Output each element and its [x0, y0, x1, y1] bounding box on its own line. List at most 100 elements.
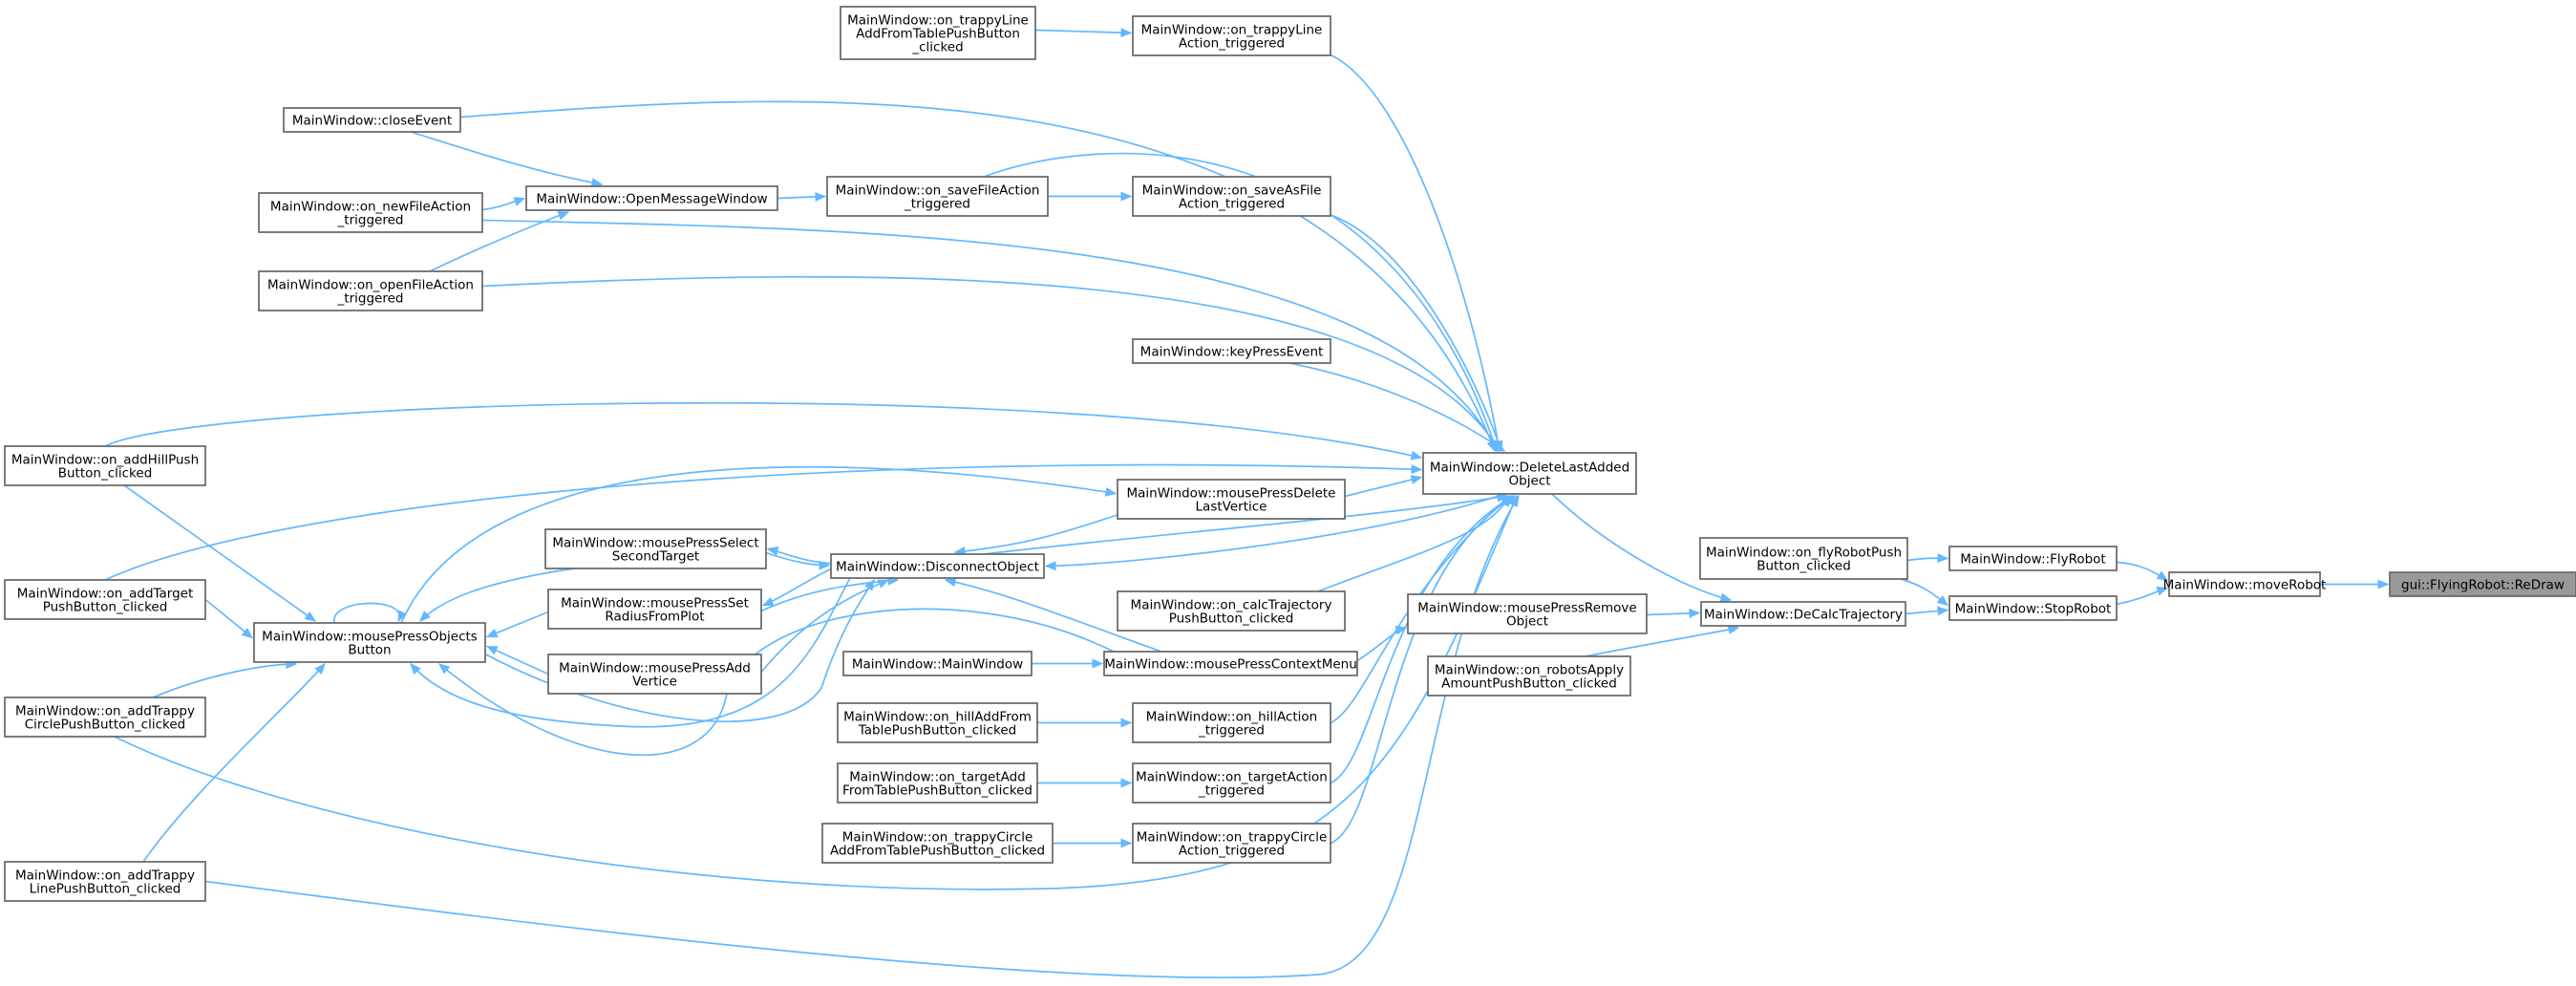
node-disconnect[interactable]: MainWindow::DisconnectObject — [830, 553, 1045, 579]
edge-line — [481, 219, 1499, 452]
node-label: _clicked — [911, 40, 963, 55]
node-box[interactable] — [1948, 546, 2118, 571]
edge-line — [142, 663, 326, 863]
node-onTrappyCircleAdd[interactable]: MainWindow::on_trappyCircleAddFromTableP… — [821, 823, 1054, 864]
node-box[interactable] — [837, 702, 1038, 743]
node-onRobotsApply[interactable]: MainWindow::on_robotsApplyAmountPushButt… — [1427, 655, 1631, 697]
edge-onAddHill-to-mousePressObjects — [123, 484, 317, 622]
edge-deleteLast-to-deCalc — [1551, 493, 1733, 603]
node-onAddTarget[interactable]: MainWindow::on_addTargetPushButton_click… — [4, 579, 206, 620]
node-onTrappyLineAdd[interactable]: MainWindow::on_trappyLineAddFromTablePus… — [840, 6, 1036, 60]
node-box[interactable] — [1427, 655, 1631, 697]
node-box[interactable] — [258, 270, 483, 311]
node-box[interactable] — [1422, 452, 1637, 495]
node-box[interactable] — [1700, 601, 1906, 627]
node-box[interactable] — [2389, 571, 2576, 597]
node-box[interactable] — [1103, 651, 1358, 676]
node-onHillAction[interactable]: MainWindow::on_hillAction_triggered — [1132, 702, 1331, 743]
node-box[interactable] — [253, 622, 486, 663]
node-onSaveFile[interactable]: MainWindow::on_saveFileAction_triggered — [826, 176, 1049, 217]
edge-disconnect-to-mousePressSelect — [766, 546, 832, 565]
node-box[interactable] — [1132, 823, 1331, 864]
node-label: MainWindow::mousePressDelete — [1126, 486, 1335, 502]
node-box[interactable] — [4, 445, 206, 486]
edge-line — [419, 568, 575, 622]
node-box[interactable] — [547, 654, 762, 695]
arrow-head-icon — [513, 197, 526, 206]
node-box[interactable] — [1132, 176, 1331, 217]
edge-onTrappyLineAction-to-deleteLast — [1327, 53, 1503, 453]
node-deCalc[interactable]: MainWindow::DeCalcTrajectory — [1700, 601, 1906, 627]
node-box[interactable] — [1132, 15, 1331, 56]
node-openMessage[interactable]: MainWindow::OpenMessageWindow — [525, 185, 778, 211]
node-label: MainWindow::on_trappyCircle — [1137, 830, 1328, 846]
node-label: MainWindow::on_hillAddFrom — [843, 710, 1032, 725]
edge-onTargetAction-to-deleteLast — [1330, 495, 1515, 784]
node-onTargetAction[interactable]: MainWindow::on_targetAction_triggered — [1132, 762, 1331, 804]
node-flyRobot[interactable]: MainWindow::FlyRobot — [1948, 546, 2118, 571]
node-keyPress[interactable]: MainWindow::keyPressEvent — [1132, 338, 1331, 364]
edge-line — [1034, 29, 1132, 34]
node-onCalcTraj[interactable]: MainWindow::on_calcTrajectoryPushButton_… — [1117, 590, 1346, 632]
node-box[interactable] — [547, 589, 762, 630]
node-box[interactable] — [258, 192, 483, 233]
edges-layer — [104, 28, 2390, 979]
node-box[interactable] — [1699, 537, 1908, 580]
node-box[interactable] — [1132, 762, 1331, 804]
node-onTrappyLineAction[interactable]: MainWindow::on_trappyLineAction_triggere… — [1132, 15, 1331, 56]
node-box[interactable] — [4, 697, 206, 738]
node-box[interactable] — [830, 553, 1045, 579]
node-box[interactable] — [840, 6, 1036, 60]
node-label: Action_triggered — [1179, 36, 1285, 52]
node-box[interactable] — [544, 528, 767, 569]
node-onAddTrappyCircle[interactable]: MainWindow::on_addTrappyCirclePushButton… — [4, 697, 206, 738]
node-stopRobot[interactable]: MainWindow::StopRobot — [1948, 595, 2118, 621]
node-onSaveAs[interactable]: MainWindow::on_saveAsFileAction_triggere… — [1132, 176, 1331, 217]
node-box[interactable] — [826, 176, 1049, 217]
node-box[interactable] — [1132, 702, 1331, 743]
node-onHillAdd[interactable]: MainWindow::on_hillAddFromTablePushButto… — [837, 702, 1038, 743]
node-moveRobot[interactable]: MainWindow::moveRobot — [2163, 571, 2327, 597]
node-box[interactable] — [1117, 590, 1346, 632]
node-redraw[interactable]: gui::FlyingRobot::ReDraw — [2389, 571, 2576, 597]
nodes-layer: gui::FlyingRobot::ReDraw MainWindow::move… — [4, 6, 2576, 902]
node-box[interactable] — [1132, 338, 1331, 364]
arrow-head-icon — [410, 663, 421, 675]
node-box[interactable] — [1407, 593, 1648, 634]
edge-line — [762, 568, 832, 607]
node-label: Button_clicked — [1756, 559, 1851, 574]
edge-onTrappyCircleAdd-to-onTrappyCircleAction — [1053, 838, 1133, 848]
node-box[interactable] — [283, 107, 461, 133]
arrow-head-icon — [1410, 475, 1423, 484]
node-box[interactable] — [1948, 595, 2118, 621]
node-box[interactable] — [4, 861, 206, 902]
node-onFlyRobot[interactable]: MainWindow::on_flyRobotPushButton_clicke… — [1699, 537, 1908, 580]
node-box[interactable] — [525, 185, 778, 211]
node-box[interactable] — [1117, 479, 1346, 520]
node-onAddTrappyLine[interactable]: MainWindow::on_addTrappyLinePushButton_c… — [4, 861, 206, 902]
node-box[interactable] — [837, 762, 1038, 804]
arrow-head-icon — [438, 663, 451, 675]
node-box[interactable] — [842, 651, 1033, 676]
arrow-head-icon — [304, 611, 317, 622]
node-onTargetAdd[interactable]: MainWindow::on_targetAddFromTablePushBut… — [837, 762, 1038, 804]
node-box[interactable] — [2168, 571, 2321, 597]
node-closeEvent[interactable]: MainWindow::closeEvent — [283, 107, 461, 133]
node-onTrappyCircleAction[interactable]: MainWindow::on_trappyCircleAction_trigge… — [1132, 823, 1331, 864]
node-onOpenFile[interactable]: MainWindow::on_openFileAction_triggered — [258, 270, 483, 311]
node-mainWindow[interactable]: MainWindow::MainWindow — [842, 651, 1033, 676]
node-box[interactable] — [4, 579, 206, 620]
node-label: MainWindow::FlyRobot — [1960, 552, 2105, 568]
node-box[interactable] — [821, 823, 1054, 864]
node-contextMenu[interactable]: MainWindow::mousePressContextMenu — [1103, 651, 1358, 676]
node-label: MainWindow::on_hillAction — [1146, 710, 1317, 725]
node-onNewFile[interactable]: MainWindow::on_newFileAction_triggered — [258, 192, 483, 233]
